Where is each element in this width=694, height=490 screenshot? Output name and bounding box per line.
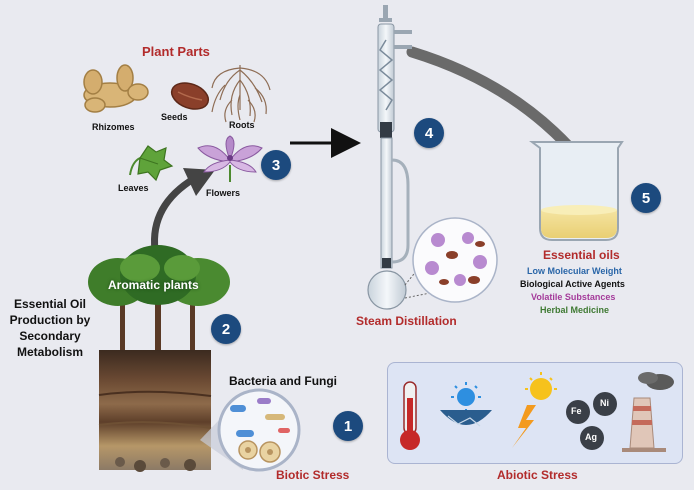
leaves-label: Leaves	[118, 183, 149, 193]
sun-drought-icon	[440, 382, 492, 427]
step-badge-1: 1	[333, 411, 363, 441]
essential-oils-heading: Essential oils	[543, 248, 620, 262]
rhizomes-label: Rhizomes	[92, 122, 135, 132]
bacteria-fungi-label: Bacteria and Fungi	[229, 374, 338, 388]
lightning-icon	[512, 372, 557, 448]
factory-icon	[622, 372, 674, 452]
step-badge-2: 2	[211, 314, 241, 344]
eo-production-title: Essential Oil Production by Secondary Me…	[2, 296, 98, 360]
flowers-label: Flowers	[206, 188, 241, 198]
condenser-icon	[377, 5, 412, 138]
microbe-icon	[217, 388, 301, 472]
ginger-rhizome-icon	[83, 64, 149, 113]
metal-ag-label: Ag	[585, 432, 597, 442]
step-badge-5: 5	[631, 183, 661, 213]
steam-distillation-label: Steam Distillation	[356, 314, 457, 328]
aromatic-plants-label: Aromatic plants	[108, 278, 199, 292]
flask-icon	[367, 137, 446, 310]
leaf-icon	[129, 145, 174, 182]
tree-icon	[88, 245, 230, 352]
beaker-icon	[529, 141, 624, 241]
plant-parts-heading: Plant Parts	[142, 44, 210, 59]
prop-volatile: Volatile Substances	[531, 292, 616, 302]
step-badge-3: 3	[261, 150, 291, 180]
metal-fe-label: Fe	[571, 406, 582, 416]
eo-title-line: Metabolism	[16, 345, 83, 359]
step-badge-4: 4	[414, 118, 444, 148]
plant-material-icon	[412, 217, 498, 303]
abiotic-stress-label: Abiotic Stress	[497, 468, 578, 482]
eo-title-line: Production by	[9, 313, 91, 327]
seed-icon	[170, 82, 210, 110]
metal-ni-label: Ni	[600, 398, 609, 408]
soil-icon	[98, 350, 212, 472]
roots-label: Roots	[229, 120, 255, 130]
prop-bio-agents: Biological Active Agents	[520, 279, 625, 289]
biotic-stress-label: Biotic Stress	[276, 468, 350, 482]
prop-low-mw: Low Molecular Weight	[527, 266, 622, 276]
roots-icon	[211, 65, 271, 123]
eo-title-line: Secondary	[19, 329, 81, 343]
arrow-plants-to-parts	[151, 168, 215, 254]
metals-icon	[566, 392, 617, 450]
prop-herbal: Herbal Medicine	[540, 305, 610, 315]
eo-title-line: Essential Oil	[13, 297, 87, 311]
thermometer-icon	[400, 381, 420, 450]
seeds-label: Seeds	[161, 112, 188, 122]
flower-icon	[197, 135, 263, 182]
